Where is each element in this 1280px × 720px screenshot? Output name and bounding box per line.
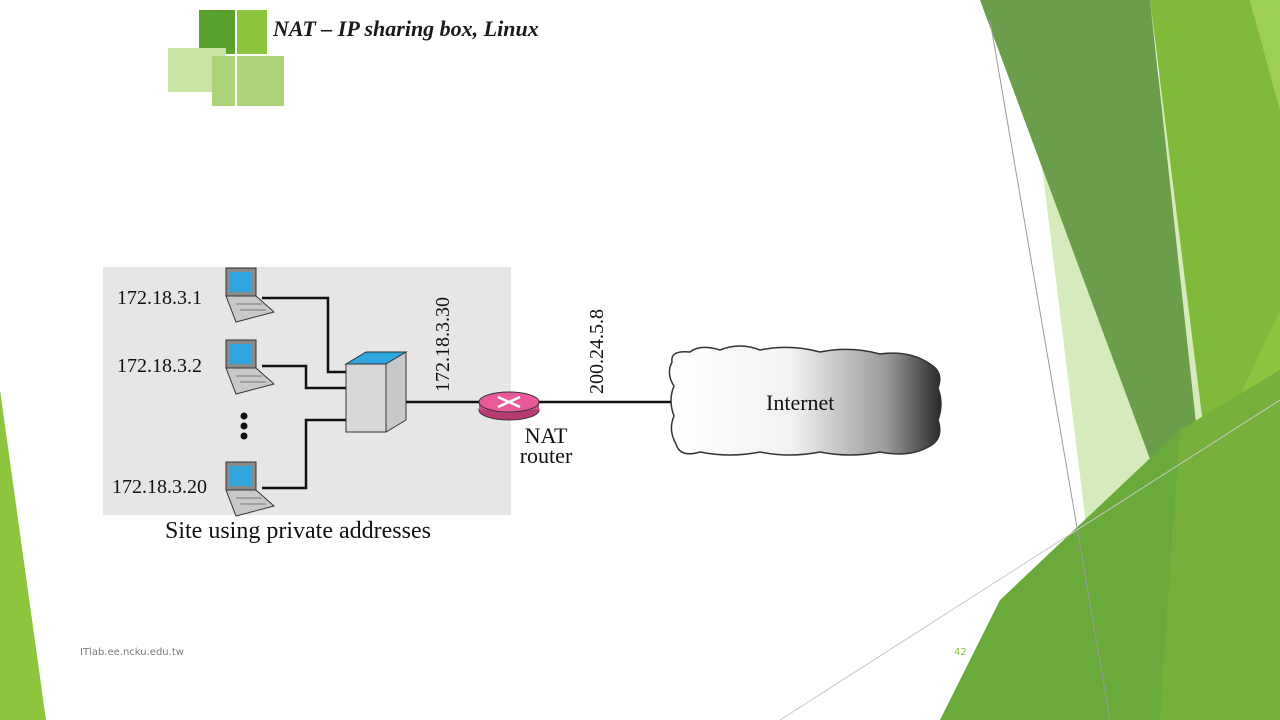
deco-right-green-3 bbox=[1250, 0, 1280, 110]
router-label-line1: NAT bbox=[524, 423, 568, 448]
router-label: NAT router bbox=[506, 423, 586, 468]
host-ip-label: 172.18.3.1 bbox=[117, 287, 202, 309]
internet-label: Internet bbox=[766, 390, 835, 415]
public-ip-label: 200.24.5.8 bbox=[586, 309, 608, 394]
laptop-icon bbox=[225, 339, 276, 395]
wire-host2 bbox=[262, 364, 346, 390]
deco-square-2 bbox=[237, 10, 267, 54]
router-label-line2: router bbox=[519, 443, 573, 468]
host-ip-label: 172.18.3.2 bbox=[117, 355, 202, 377]
wire-host3 bbox=[262, 418, 346, 490]
site-caption: Site using private addresses bbox=[165, 518, 431, 544]
deco-square-4 bbox=[212, 56, 284, 106]
wire-host1 bbox=[262, 296, 346, 374]
ellipsis-dot bbox=[240, 432, 248, 440]
slide-title: NAT – IP sharing box, Linux bbox=[273, 16, 539, 41]
router-icon bbox=[478, 391, 540, 421]
footer-url: ITlab.ee.ncku.edu.tw bbox=[80, 647, 184, 658]
deco-square-1 bbox=[199, 10, 237, 54]
deco-right-green-1 bbox=[980, 0, 1200, 540]
deco-thin-line-1 bbox=[989, 19, 1111, 720]
host-ip-label: 172.18.3.20 bbox=[112, 476, 207, 498]
internet-cloud-icon bbox=[668, 345, 942, 456]
laptop-icon bbox=[225, 267, 276, 323]
deco-thin-line-2 bbox=[779, 399, 1280, 720]
laptop-icon bbox=[225, 461, 276, 517]
page-number: 42 bbox=[954, 647, 967, 658]
switch-ip-label: 172.18.3.30 bbox=[432, 297, 454, 392]
ellipsis-dot bbox=[240, 412, 248, 420]
ellipsis-dot bbox=[240, 422, 248, 430]
switch-icon bbox=[344, 351, 408, 433]
deco-left-triangle bbox=[0, 390, 46, 720]
